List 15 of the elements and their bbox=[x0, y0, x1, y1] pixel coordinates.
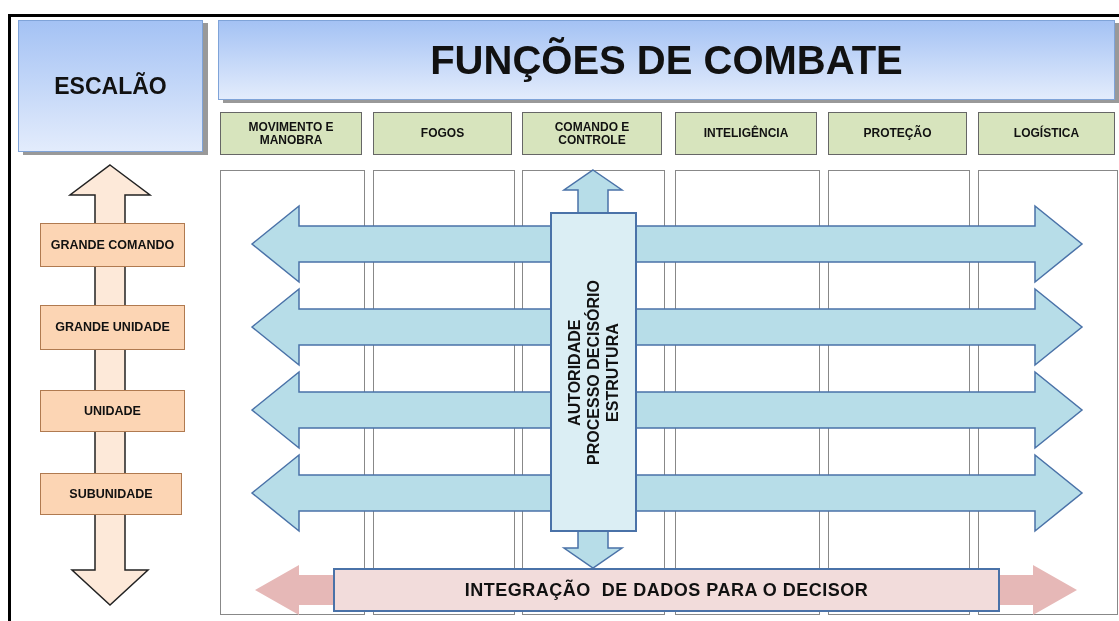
integration-bar: INTEGRAÇÃO DE DADOS PARA O DECISOR bbox=[333, 568, 1000, 612]
process-box bbox=[550, 212, 637, 532]
function-box: COMANDO E CONTROLE bbox=[522, 112, 662, 155]
text-label: PROCESSO DECISÓRIO bbox=[584, 279, 603, 465]
echelon-box: GRANDE COMANDO bbox=[40, 223, 185, 267]
echelon-box: GRANDE UNIDADE bbox=[40, 305, 185, 350]
function-box: MOVIMENTO E MANOBRA bbox=[220, 112, 362, 155]
text-label: ESTRUTURA bbox=[603, 321, 622, 424]
function-box: FOGOS bbox=[373, 112, 512, 155]
function-box: PROTEÇÃO bbox=[828, 112, 967, 155]
function-box: INTELIGÊNCIA bbox=[675, 112, 817, 155]
text-label: AUTORIDADE bbox=[565, 317, 584, 428]
echelon-box: UNIDADE bbox=[40, 390, 185, 432]
echelon-box: SUBUNIDADE bbox=[40, 473, 182, 515]
function-box: LOGÍSTICA bbox=[978, 112, 1115, 155]
